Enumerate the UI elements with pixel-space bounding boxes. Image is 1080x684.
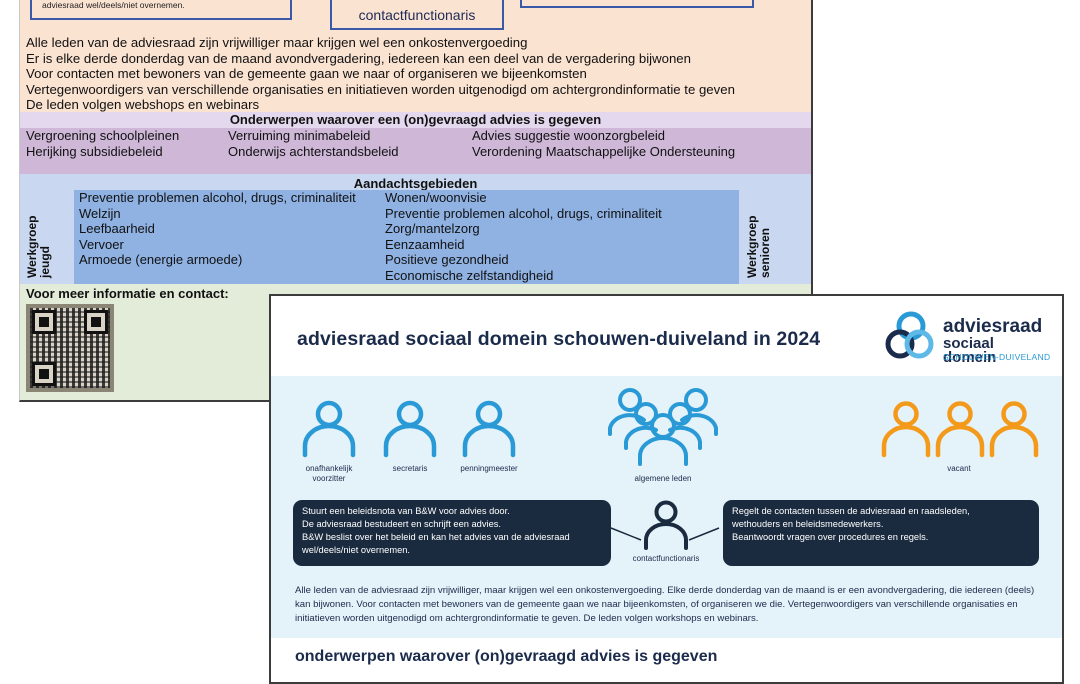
bubble-line: De adviesraad bestudeert en schrijft een… xyxy=(302,519,501,529)
qr-finder-icon xyxy=(84,310,108,334)
qr-finder-icon xyxy=(32,310,56,334)
old-info-lines: Alle leden van de adviesraad zijn vrijwi… xyxy=(26,35,735,113)
old-attention-item: Armoede (energie armoede) xyxy=(79,252,243,267)
secretary-person-icon xyxy=(383,400,437,458)
old-attention-list: Preventie problemen alcohol, drugs, crim… xyxy=(74,190,739,284)
topics-heading: onderwerpen waarover (on)gevraagd advies… xyxy=(295,648,718,665)
treasurer-label: penningmeester xyxy=(460,464,518,473)
secretary-task-bubble: Stuurt een beleidsnota van B&W voor advi… xyxy=(293,500,611,566)
bubble-line: wethouders en beleidsmedewerkers. xyxy=(732,519,884,529)
qr-code-pattern xyxy=(30,308,110,388)
old-attention-item: Zorg/mantelzorg xyxy=(385,221,480,236)
new-infographic: adviesraad sociaal domein schouwen-duive… xyxy=(269,294,1064,684)
secretary-label: secretaris xyxy=(392,464,428,473)
old-topics-body: Vergroening schoolpleinen Verruiming min… xyxy=(20,128,811,174)
info-paragraph: Alle leden van de adviesraad zijn vrijwi… xyxy=(295,585,1035,624)
old-top-box-text: adviesraad wel/deels/niet overnemen. xyxy=(42,0,185,10)
old-info-line: Er is elke derde donderdag van de maand … xyxy=(26,50,691,66)
qr-finder-icon xyxy=(32,362,56,386)
logo-rings-icon xyxy=(885,311,934,359)
old-attention-item: Vervoer xyxy=(79,236,124,252)
logo-text-line3: SCHOUWEN-DUIVELAND xyxy=(943,352,1051,362)
old-attention-item: Preventie problemen alcohol, drugs, crim… xyxy=(79,190,356,205)
old-top-box-right xyxy=(520,0,754,8)
logo-text-line1: adviesraad xyxy=(943,316,1043,337)
old-info-line: De leden volgen webshops en webinars xyxy=(26,97,260,112)
old-attention-item: Welzijn xyxy=(79,205,121,221)
logo: adviesraad sociaal domein SCHOUWEN-DUIVE… xyxy=(881,306,1051,368)
contact-person-icon xyxy=(644,500,688,550)
old-info-line: Vertegenwoordigers van verschillende org… xyxy=(26,81,735,97)
old-contact-role-label: contactfunctionaris xyxy=(358,7,476,23)
bubble-line: B&W beslist over het beleid en kan het a… xyxy=(302,532,570,542)
old-topics-section: Onderwerpen waarover een (on)gevraagd ad… xyxy=(20,112,811,174)
bubble-line: Beantwoordt vragen over procedures en re… xyxy=(732,532,929,542)
old-contact-role-box: contactfunctionaris xyxy=(330,0,504,30)
old-topic-item: Vergroening schoolpleinen xyxy=(26,128,180,143)
old-attention-item: Leefbaarheid xyxy=(79,221,155,236)
old-info-line: Alle leden van de adviesraad zijn vrijwi… xyxy=(26,35,528,50)
page-title: adviesraad sociaal domein schouwen-duive… xyxy=(297,328,821,350)
contact-label: contactfunctionaris xyxy=(632,554,700,563)
old-attention-title: Aandachtsgebieden xyxy=(353,176,478,191)
vacant-label: vacant xyxy=(947,464,971,473)
old-workgroup-seniors-line2: senioren xyxy=(758,227,772,278)
old-workgroup-youth-line2: jeugd xyxy=(38,246,52,278)
members-label: algemene leden xyxy=(634,474,692,483)
logo-text-line2: sociaal domein xyxy=(943,335,997,366)
old-topic-item: Herijking subsidiebeleid xyxy=(26,144,163,159)
old-info-line: Voor contacten met bewoners van de gemee… xyxy=(26,66,587,81)
qr-code-icon[interactable] xyxy=(26,304,114,392)
old-attention-item: Eenzaamheid xyxy=(385,236,465,252)
old-topic-item: Advies suggestie woonzorgbeleid xyxy=(472,128,665,143)
bubble-line: Stuurt een beleidsnota van B&W voor advi… xyxy=(302,506,510,516)
vacant-persons-icon xyxy=(881,401,1039,458)
bubble-line: wel/deels/niet overnemen. xyxy=(302,545,411,555)
chair-label-line1: onafhankelijk xyxy=(305,464,353,473)
old-workgroup-youth-line1: Werkgroep xyxy=(25,215,39,278)
contact-task-bubble: Regelt de contacten tussen de adviesraad… xyxy=(723,500,1039,566)
old-topic-item: Verordening Maatschappelijke Ondersteuni… xyxy=(472,144,736,159)
old-attention-item: Positieve gezondheid xyxy=(385,252,509,267)
chair-label-line2: voorzitter xyxy=(312,474,346,483)
old-attention-item: Preventie problemen alcohol, drugs, crim… xyxy=(385,205,662,221)
old-topic-item: Verruiming minimabeleid xyxy=(228,128,371,143)
chair-person-icon xyxy=(302,400,356,458)
treasurer-person-icon xyxy=(462,400,516,458)
old-attention-item: Economische zelfstandigheid xyxy=(385,267,554,283)
old-topics-title: Onderwerpen waarover een (on)gevraagd ad… xyxy=(20,112,811,128)
old-top-box-left: adviesraad wel/deels/niet overnemen. xyxy=(30,0,292,20)
bubble-line: Regelt de contacten tussen de adviesraad… xyxy=(732,506,970,516)
members-group-icon xyxy=(608,388,718,466)
old-contact-label: Voor meer informatie en contact: xyxy=(26,286,229,301)
old-attention-item: Wonen/woonvisie xyxy=(385,190,487,205)
old-topic-item: Onderwijs achterstandsbeleid xyxy=(228,144,399,159)
connector-lines xyxy=(610,527,720,541)
old-workgroup-seniors-line1: Werkgroep xyxy=(745,215,759,278)
